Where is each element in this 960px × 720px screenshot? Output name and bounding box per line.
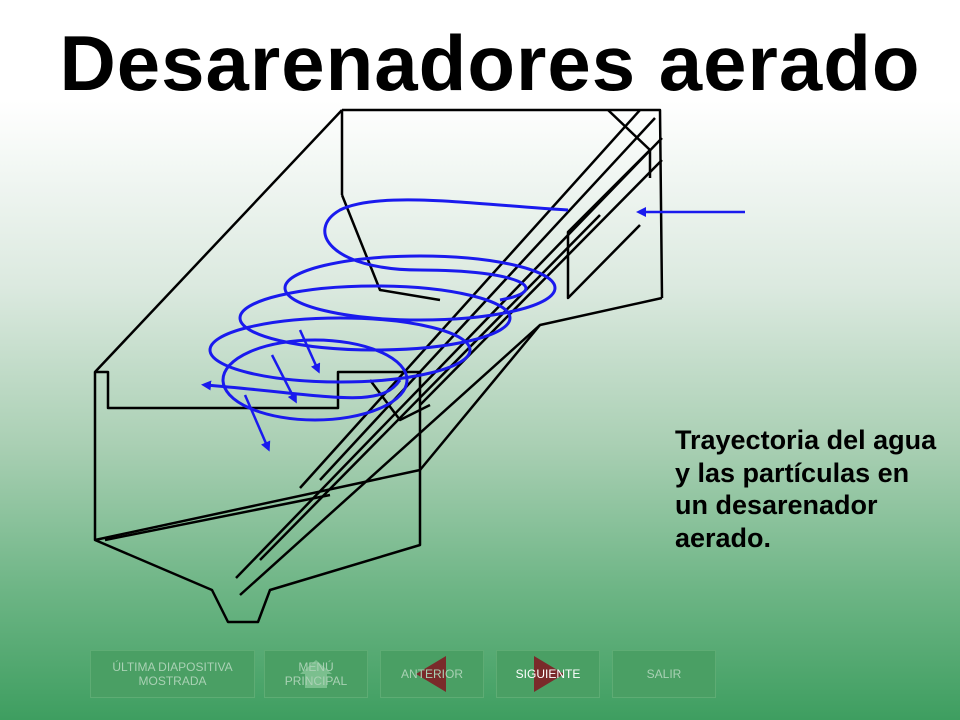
arrow-left-icon (416, 656, 446, 692)
last-slide-button[interactable]: ÚLTIMA DIAPOSITIVA MOSTRADA (90, 650, 255, 698)
tank-outline (93, 108, 664, 624)
navigation-bar: ÚLTIMA DIAPOSITIVA MOSTRADA MENÚ PRINCIP… (0, 648, 960, 708)
slide-title: Desarenadores aerado (59, 19, 921, 107)
main-menu-button[interactable]: MENÚ PRINCIPAL (264, 650, 368, 698)
previous-label: ANTERIOR (400, 667, 463, 681)
exit-button[interactable]: SALIR (612, 650, 716, 698)
particle-settling-arrow-icon (243, 329, 321, 452)
arrow-right-icon (534, 656, 564, 692)
exit-label: SALIR (646, 667, 682, 681)
spiral-flow-icon (201, 198, 569, 422)
next-button[interactable]: SIGUIENTE (496, 650, 600, 698)
main-menu-label: MENÚ PRINCIPAL (284, 660, 348, 688)
caption-text: Trayectoria del agua y las partículas en… (675, 425, 937, 553)
previous-button[interactable]: ANTERIOR (380, 650, 484, 698)
home-icon (300, 660, 332, 688)
last-slide-label: ÚLTIMA DIAPOSITIVA MOSTRADA (112, 660, 233, 688)
next-label: SIGUIENTE (515, 667, 581, 681)
